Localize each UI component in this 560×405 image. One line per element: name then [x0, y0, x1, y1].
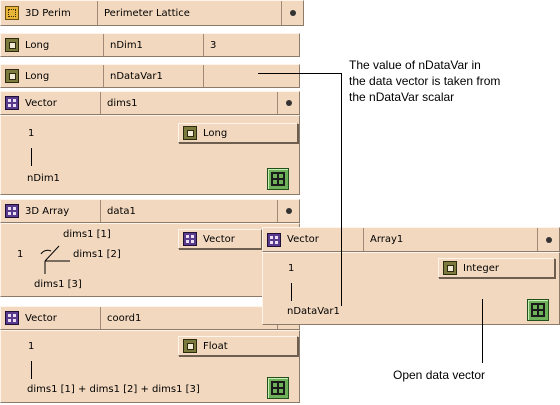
coord-type-label: Vector	[25, 312, 57, 324]
dims-name-field[interactable]: dims1	[100, 92, 275, 114]
grid-icon[interactable]	[5, 96, 19, 110]
dotted-grid-icon[interactable]	[5, 6, 19, 20]
array-vector-size-label: nDataVar1	[287, 306, 340, 317]
ndim-type-label: Long	[25, 39, 50, 51]
array-vector-name-field[interactable]: Array1	[363, 228, 535, 251]
coord-index-label: 1	[28, 341, 35, 352]
ndim-scalar-row: Long nDim1 3	[0, 33, 300, 57]
axes-3d-icon	[40, 245, 70, 274]
array-header: 3D Array data1	[0, 199, 300, 223]
array-vector-size-line	[291, 283, 292, 301]
dims-type-label: Vector	[25, 97, 57, 109]
scalar-icon[interactable]	[5, 69, 19, 83]
ndatavar-annotation: The value of nDataVar in the data vector…	[349, 58, 501, 104]
grid-icon	[183, 232, 197, 246]
perim-type-label: 3D Perim	[25, 7, 71, 19]
dims-vector-panel: 1 nDim1 Long	[0, 115, 300, 195]
annotation-leader-line	[258, 73, 342, 74]
scalar-icon	[443, 261, 457, 275]
grid-icon[interactable]	[5, 204, 19, 218]
dims-element-type-button[interactable]: Long	[178, 123, 298, 143]
scalar-icon	[183, 126, 197, 140]
layout-grid-button[interactable]	[527, 299, 549, 321]
dims-size-line	[31, 148, 32, 166]
grid-icon[interactable]	[5, 311, 19, 325]
scalar-icon[interactable]	[5, 38, 19, 52]
layout-grid-button[interactable]	[267, 377, 289, 399]
coord-size-line	[31, 361, 32, 379]
scalar-icon	[183, 339, 197, 353]
coord-element-type-button[interactable]: Float	[178, 336, 298, 356]
ndatavar-name-field[interactable]: nDataVar1	[103, 65, 210, 87]
array-vector-panel: 1 nDataVar1 Integer	[262, 252, 560, 325]
menu-dot-icon[interactable]	[546, 236, 552, 243]
annotation-leader-line	[341, 73, 342, 306]
perim-header: 3D Perim Perimeter Lattice	[0, 0, 304, 26]
array-vector-index-label: 1	[288, 263, 295, 274]
menu-dot-icon[interactable]	[290, 10, 296, 16]
ndatavar-type-label: Long	[25, 70, 50, 82]
ndim-value-field[interactable]: 3	[203, 34, 299, 56]
coord-name-field[interactable]: coord1	[100, 307, 275, 329]
array-vector-type-label: Vector	[287, 234, 319, 245]
dims-vector-header: Vector dims1	[0, 91, 300, 115]
array-vector-header: Vector Array1	[262, 227, 560, 252]
open-vector-annotation: Open data vector	[393, 368, 486, 382]
array-axis1-label: dims1 [1]	[63, 229, 111, 240]
array-axis3-label: dims1 [3]	[34, 279, 82, 290]
grid-icon[interactable]	[267, 232, 281, 247]
array-type-label: 3D Array	[25, 205, 70, 217]
ndatavar-scalar-row: Long nDataVar1	[0, 64, 300, 88]
menu-dot-icon[interactable]	[286, 100, 292, 106]
array-element-type-button[interactable]: Vector	[178, 229, 262, 249]
array-axis2-label: dims1 [2]	[73, 249, 121, 260]
ndim-name-field[interactable]: nDim1	[103, 34, 210, 56]
coord-vector-header: Vector coord1	[0, 306, 300, 330]
array-vector-element-type-button[interactable]: Integer	[438, 258, 555, 278]
menu-dot-icon[interactable]	[286, 208, 292, 214]
array-panel: 1 dims1 [1] dims1 [2] dims1 [3] Vector	[0, 223, 300, 297]
layout-grid-button[interactable]	[267, 168, 289, 190]
coord-size-label: dims1 [1] + dims1 [2] + dims1 [3]	[27, 384, 200, 395]
dims-index-label: 1	[28, 128, 35, 139]
array-lead-label: 1	[17, 249, 24, 260]
annotation-leader-line	[482, 299, 483, 363]
perim-name-field[interactable]: Perimeter Lattice	[97, 1, 190, 25]
ndatavar-value-field[interactable]	[203, 65, 299, 87]
dims-size-label: nDim1	[27, 173, 60, 184]
coord-vector-panel: 1 dims1 [1] + dims1 [2] + dims1 [3] Floa…	[0, 330, 300, 403]
array-name-field[interactable]: data1	[100, 200, 275, 222]
